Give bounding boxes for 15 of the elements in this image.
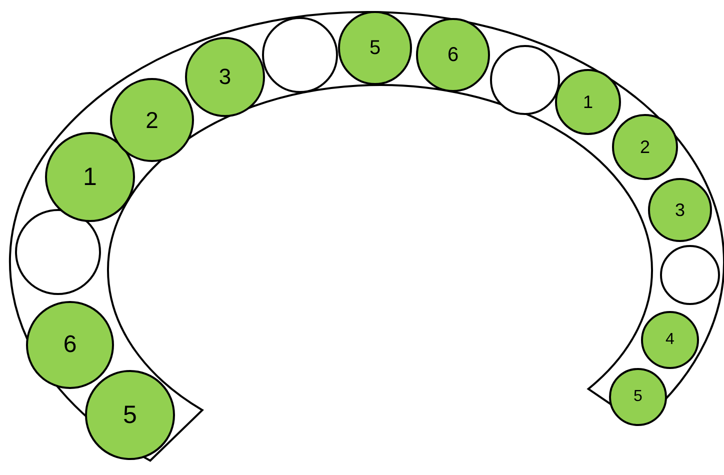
empty-ball [660, 245, 720, 305]
numbered-ball: 6 [416, 18, 490, 92]
numbered-ball: 1 [555, 69, 621, 135]
numbered-ball: 5 [609, 368, 667, 426]
numbered-ball: 1 [45, 132, 135, 222]
numbered-ball: 5 [338, 11, 412, 85]
numbered-ball: 3 [648, 178, 712, 242]
empty-ball [262, 17, 338, 93]
numbered-ball: 3 [185, 37, 265, 117]
numbered-ball: 2 [612, 114, 678, 180]
numbered-ball: 6 [26, 301, 114, 389]
numbered-ball: 5 [85, 370, 175, 460]
numbered-ball: 4 [641, 311, 699, 369]
empty-ball [490, 45, 560, 115]
numbered-ball: 2 [110, 78, 194, 162]
